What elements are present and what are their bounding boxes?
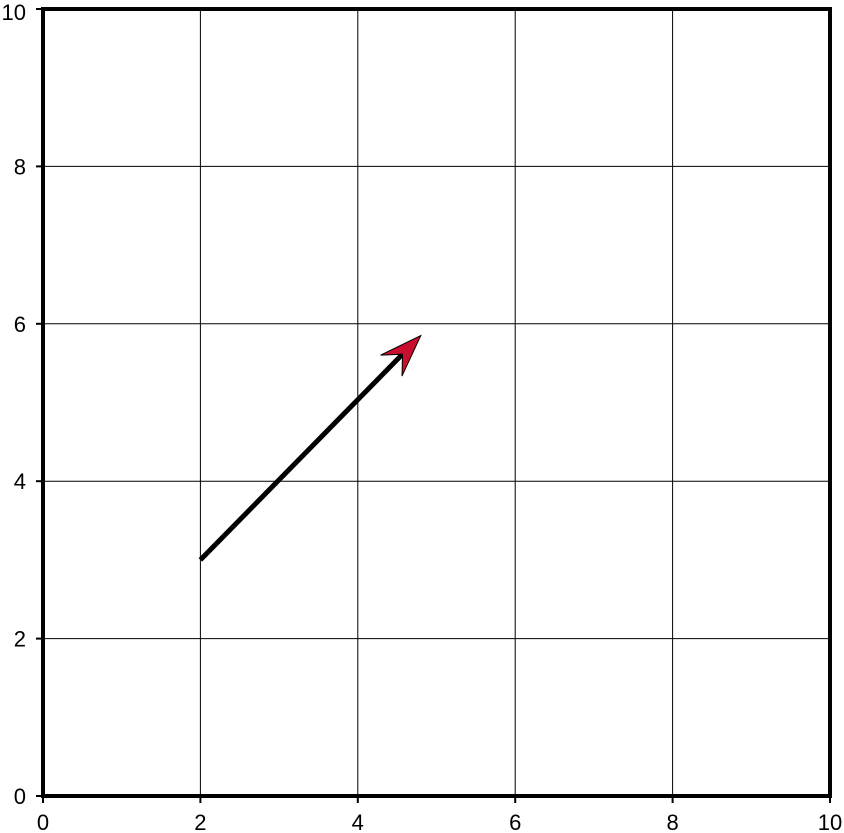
vector-arrowhead: [380, 334, 422, 377]
y-tick-label: 6: [14, 312, 26, 337]
grid: [43, 9, 830, 796]
x-tick-label: 8: [666, 810, 678, 833]
x-tick-label: 4: [352, 810, 364, 833]
vector-shaft: [198, 352, 405, 562]
y-tick-label: 4: [14, 469, 26, 494]
y-tick-label: 0: [14, 784, 26, 809]
axis-ticks: [36, 8, 831, 803]
x-tick-label: 0: [37, 810, 49, 833]
y-tick-label: 10: [2, 0, 26, 25]
x-tick-label: 6: [509, 810, 521, 833]
vectors: [198, 334, 422, 562]
plot-frame: [41, 7, 832, 798]
y-tick-label: 2: [14, 627, 26, 652]
x-tick-label: 10: [818, 810, 842, 833]
y-tick-label: 8: [14, 154, 26, 179]
x-tick-label: 2: [194, 810, 206, 833]
